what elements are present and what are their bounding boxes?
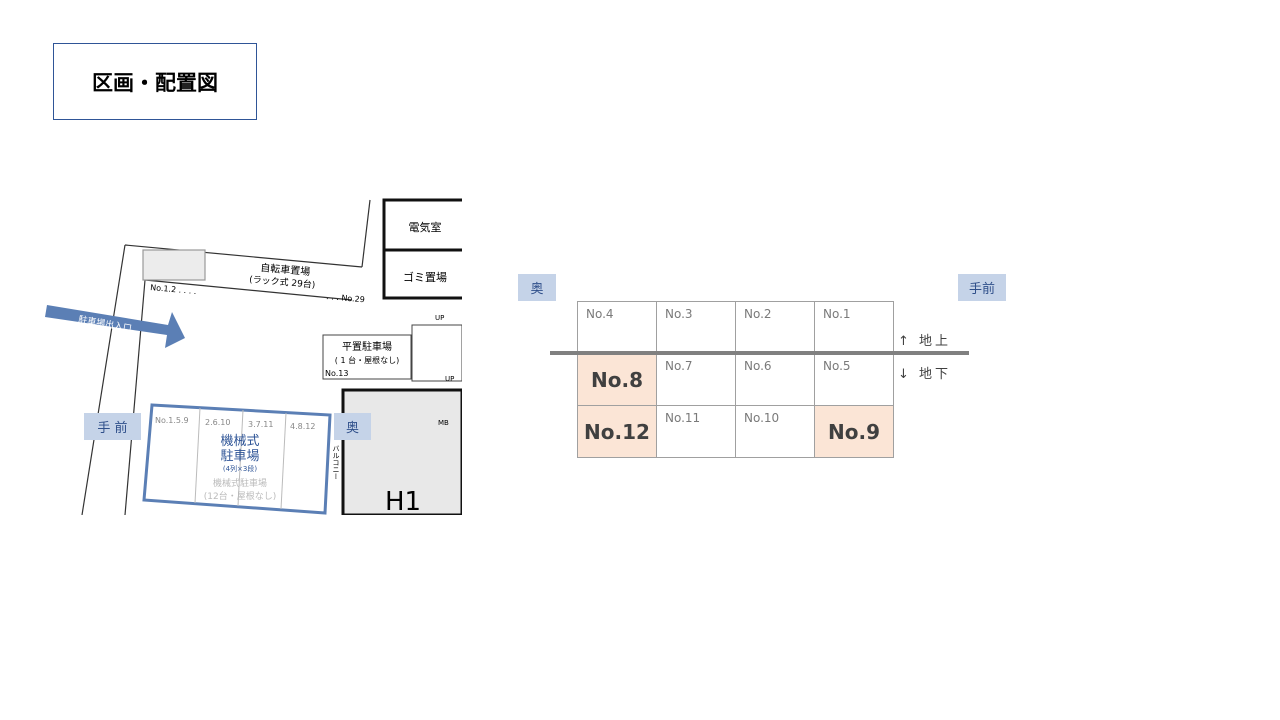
- slot-cell: No.11: [656, 405, 736, 458]
- slot-cell-highlighted: No.9: [814, 405, 894, 458]
- slot-cell: No.4: [577, 301, 657, 354]
- up-label: UP: [435, 314, 444, 322]
- room-electric: 電気室: [409, 220, 442, 234]
- above-ground-label: ↑ 地上: [898, 334, 952, 349]
- slot-label: No.10: [744, 411, 780, 425]
- slide-title: 区画・配置図: [53, 43, 257, 120]
- bicycle-start: No.1.2 . . . .: [150, 283, 197, 296]
- slot-cell: No.1: [814, 301, 894, 354]
- below-ground-label: ↓ 地下: [898, 367, 952, 382]
- entrance-arrow-icon: [45, 305, 185, 348]
- slot-cell: No.3: [656, 301, 736, 354]
- slot-label: No.4: [586, 307, 614, 321]
- column-label: No.1.5.9: [155, 416, 189, 425]
- mech-detail: (4列×3段): [223, 464, 258, 473]
- bicycle-end: . . . No.29: [326, 292, 365, 304]
- mech-orig-label: 機械式駐車場: [213, 477, 267, 489]
- mb-label: MB: [438, 419, 449, 427]
- slot-label: No.8: [591, 367, 643, 392]
- slot-cell-highlighted: No.8: [577, 353, 657, 406]
- slot-cell-highlighted: No.12: [577, 405, 657, 458]
- slot-cell: No.5: [814, 353, 894, 406]
- slot-label: No.7: [665, 359, 693, 373]
- slot-cell: No.2: [735, 301, 815, 354]
- slot-label: No.3: [665, 307, 693, 321]
- slot-label: No.12: [584, 419, 650, 444]
- slot-label: No.5: [823, 359, 851, 373]
- slot-cell: No.6: [735, 353, 815, 406]
- table-row: No.8 No.7 No.6 No.5: [577, 353, 894, 406]
- column-label: 2.6.10: [205, 418, 230, 427]
- slot-cell: No.10: [735, 405, 815, 458]
- floor-plan: 電気室 ゴミ置場 自転車置場 (ラック式 29台) No.1.2 . . . .…: [40, 195, 462, 515]
- slot-label: No.11: [665, 411, 701, 425]
- up-label-2: UP: [445, 375, 454, 383]
- table-row: No.4 No.3 No.2 No.1: [577, 301, 894, 354]
- table-row: No.12 No.11 No.10 No.9: [577, 405, 894, 458]
- flat-parking-no: No.13: [325, 369, 348, 378]
- mech-orig-sub: (12台・屋根なし): [204, 490, 276, 502]
- mech-label-1: 機械式: [220, 434, 259, 449]
- room-bicycle: 自転車置場: [260, 261, 311, 278]
- balcony-label: バルコニー: [332, 445, 340, 480]
- slot-label: No.1: [823, 307, 851, 321]
- flat-parking-sub: ( 1 台・屋根なし): [335, 355, 399, 365]
- room-garbage: ゴミ置場: [403, 270, 447, 284]
- diagram-back-tag: 奥: [518, 274, 556, 301]
- mech-label-2: 駐車場: [220, 449, 259, 464]
- plan-back-tag: 奥: [334, 413, 371, 440]
- column-label: 3.7.11: [248, 420, 273, 429]
- ground-level-divider: [550, 351, 969, 355]
- slot-label: No.2: [744, 307, 772, 321]
- column-label: 4.8.12: [290, 422, 315, 431]
- building-h1: H1: [385, 487, 421, 515]
- slot-label: No.6: [744, 359, 772, 373]
- slot-label: No.9: [828, 419, 880, 444]
- room-flat-parking: 平置駐車場: [342, 340, 392, 353]
- mechanical-parking-area: [142, 403, 332, 515]
- diagram-front-tag: 手前: [958, 274, 1006, 301]
- plan-front-tag: 手 前: [84, 413, 141, 440]
- slot-cell: No.7: [656, 353, 736, 406]
- parking-slot-grid: No.4 No.3 No.2 No.1 No.8 No.7 No.6 No.5 …: [577, 301, 894, 458]
